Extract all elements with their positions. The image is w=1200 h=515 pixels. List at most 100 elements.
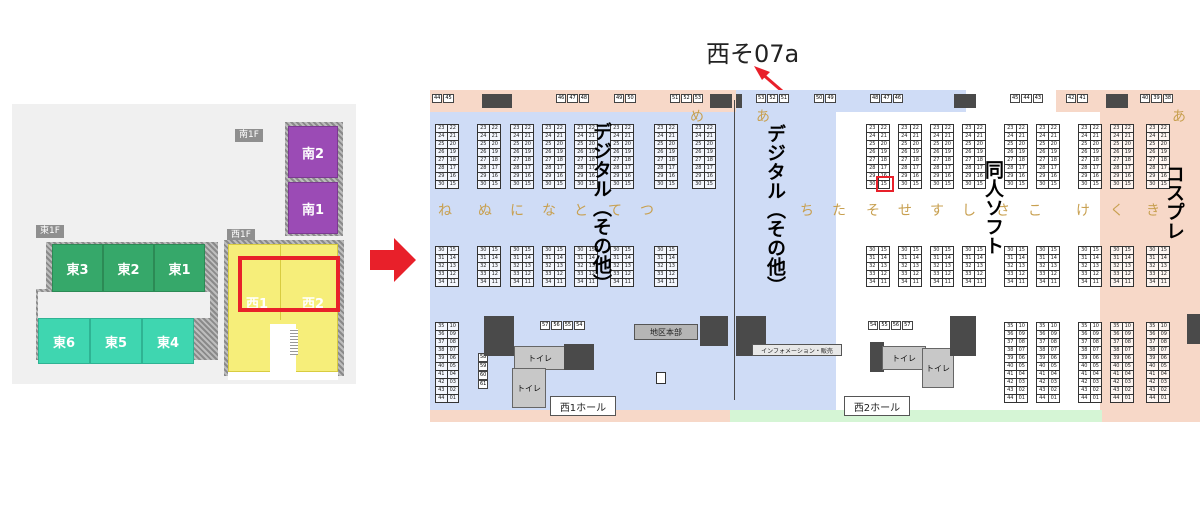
hall-west-1[interactable]: 西1 — [245, 296, 269, 312]
toilet-west1-upper[interactable]: トイレ — [514, 346, 566, 370]
hall-east-6[interactable]: 東6 — [38, 318, 90, 364]
hall-east-1[interactable]: 東1 — [154, 244, 205, 292]
hall-east-5[interactable]: 東5 — [90, 318, 142, 364]
info-counter[interactable]: インフォメーション・販売 — [752, 344, 842, 356]
toilet-west2-lower[interactable]: トイレ — [922, 348, 954, 388]
hall-east-4[interactable]: 東4 — [142, 318, 194, 364]
toilet-west1-lower[interactable]: トイレ — [512, 368, 546, 408]
